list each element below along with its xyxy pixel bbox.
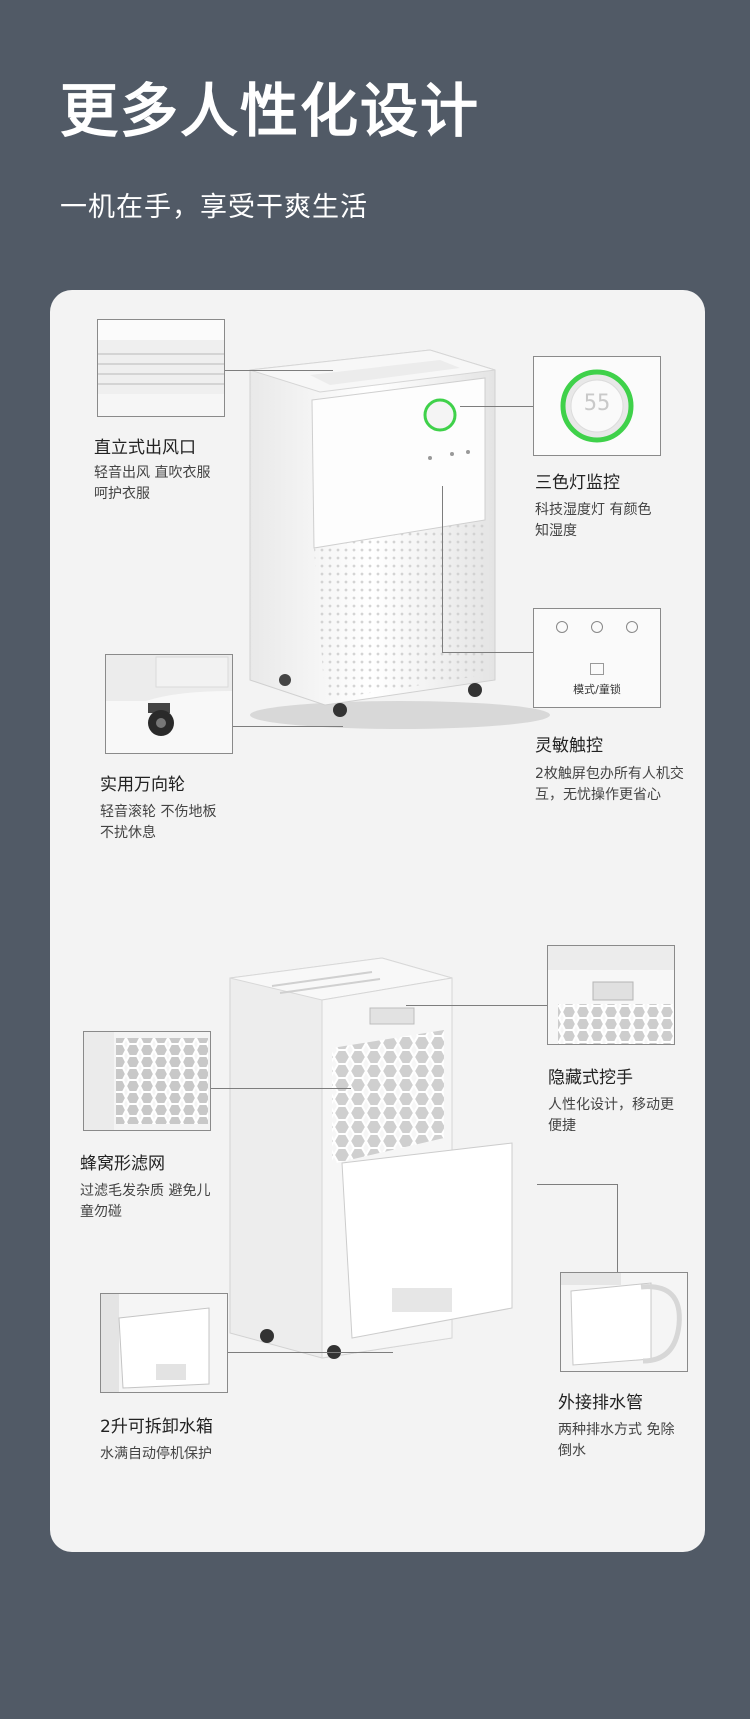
mode-lock-label: 模式/童锁 bbox=[573, 683, 621, 696]
feature-desc-caster: 轻音滚轮 不伤地板不扰休息 bbox=[100, 804, 217, 841]
feature-card: 直立式出风口 轻音出风 直吹衣服呵护衣服 55 三色灯监控 科技湿度灯 有颜色知… bbox=[50, 290, 705, 1552]
mode-lock-icon bbox=[590, 663, 604, 675]
drain-leader-horizontal bbox=[537, 1184, 617, 1185]
feature-title-tank: 2升可拆卸水箱 bbox=[100, 1417, 213, 1437]
hidden-handle-thumbnail bbox=[547, 945, 675, 1045]
honeycomb-filter-thumbnail bbox=[83, 1031, 211, 1131]
timer-icon bbox=[626, 621, 638, 633]
handle-leader-line bbox=[406, 1005, 547, 1006]
feature-desc-tank: 水满自动停机保护 bbox=[100, 1446, 212, 1462]
feature-desc-handle: 人性化设计，移动更便捷 bbox=[548, 1097, 674, 1134]
dehumidifier-side-image bbox=[222, 938, 602, 1368]
feature-desc-filter: 过滤毛发杂质 避免儿童勿碰 bbox=[80, 1183, 211, 1220]
feature-desc-air-outlet: 轻音出风 直吹衣服呵护衣服 bbox=[94, 465, 211, 502]
air-outlet-leader-line bbox=[225, 370, 333, 371]
filter-leader-line bbox=[211, 1088, 351, 1089]
air-outlet-thumbnail bbox=[97, 319, 225, 417]
power-icon bbox=[556, 621, 568, 633]
feature-title-touch: 灵敏触控 bbox=[535, 736, 603, 756]
caster-wheel-thumbnail bbox=[105, 654, 233, 754]
feature-desc-touch: 2枚触屏包办所有人机交互，无忧操作更省心 bbox=[535, 766, 684, 803]
page-subtitle: 一机在手，享受干爽生活 bbox=[60, 192, 368, 223]
feature-title-caster: 实用万向轮 bbox=[100, 775, 185, 795]
touch-leader-horizontal bbox=[442, 652, 533, 653]
color-light-thumbnail: 55 bbox=[533, 356, 661, 456]
color-light-leader-line bbox=[460, 406, 533, 407]
tank-leader-line bbox=[228, 1352, 393, 1353]
feature-title-filter: 蜂窝形滤网 bbox=[80, 1154, 165, 1174]
feature-desc-drain: 两种排水方式 免除倒水 bbox=[558, 1422, 675, 1459]
feature-title-handle: 隐藏式挖手 bbox=[548, 1068, 633, 1088]
water-tank-thumbnail bbox=[100, 1293, 228, 1393]
humidity-display-value: 55 bbox=[583, 391, 611, 416]
page-title: 更多人性化设计 bbox=[60, 77, 481, 145]
touch-control-thumbnail: 模式/童锁 bbox=[533, 608, 661, 708]
drain-hose-thumbnail bbox=[560, 1272, 688, 1372]
dehumidifier-front-image bbox=[230, 330, 560, 740]
feature-desc-color-light: 科技湿度灯 有颜色知湿度 bbox=[535, 502, 652, 539]
drain-leader-vertical bbox=[617, 1184, 618, 1272]
feature-title-air-outlet: 直立式出风口 bbox=[94, 438, 196, 458]
mode-icon bbox=[591, 621, 603, 633]
touch-leader-vertical bbox=[442, 486, 443, 652]
caster-leader-line bbox=[233, 726, 343, 727]
feature-title-color-light: 三色灯监控 bbox=[535, 473, 620, 493]
feature-title-drain: 外接排水管 bbox=[558, 1393, 643, 1413]
